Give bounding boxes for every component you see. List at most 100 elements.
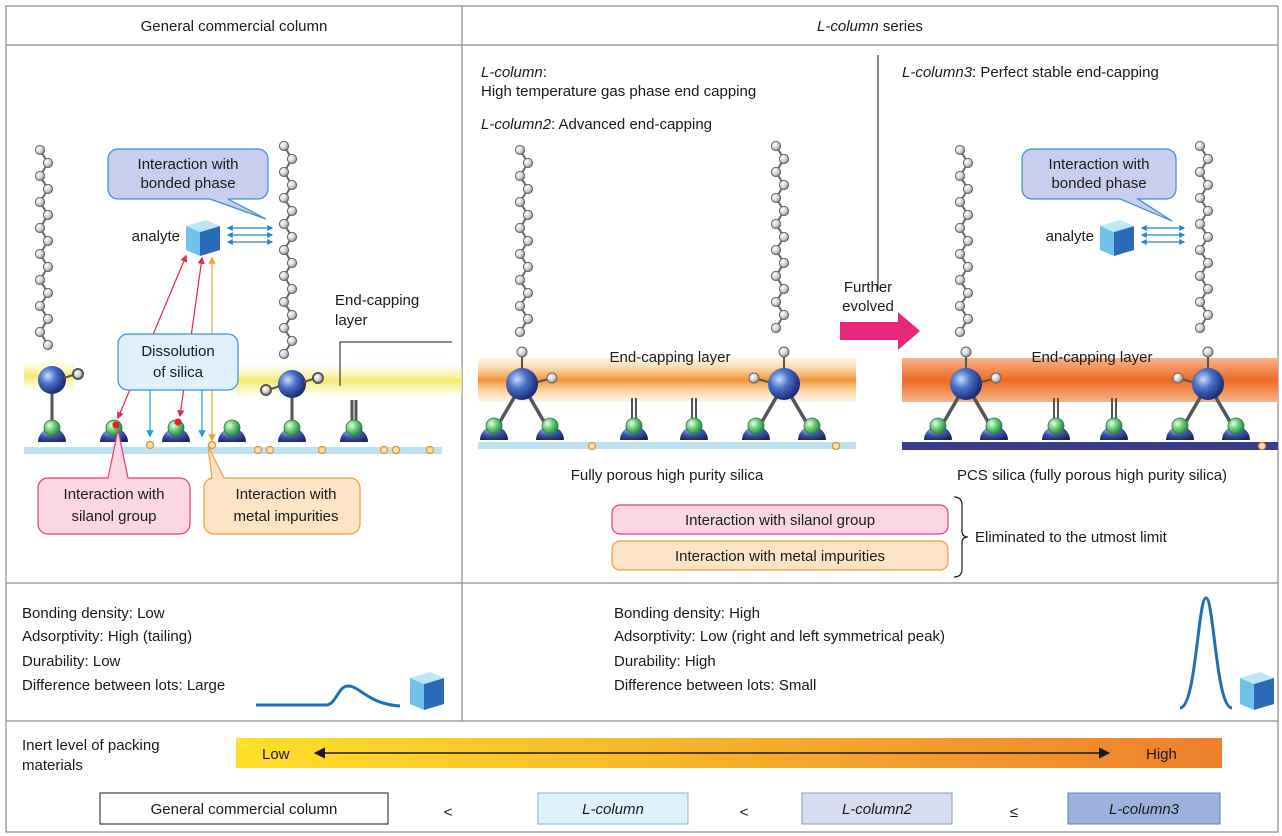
header-left-title: General commercial column [141, 18, 328, 35]
lots-right: Difference between lots: Small [614, 677, 816, 694]
surface-oxygen [798, 417, 826, 440]
eliminated-brace [953, 496, 969, 578]
silanol-dot [112, 421, 120, 429]
surface-oxygen [1222, 417, 1250, 440]
eliminated-silanol-text: Interaction with silanol group [685, 512, 875, 529]
rank-lcolumn2: L-column2 [842, 801, 913, 818]
surface-oxygen [1100, 417, 1128, 440]
end-capping-band-right [236, 366, 462, 396]
eliminated-metal-box [611, 540, 949, 571]
analyte-cube-icon [1100, 220, 1134, 256]
bonding-right: Bonding density: High [614, 605, 760, 622]
end-capping-label-line1: End-capping [335, 292, 419, 309]
evolved-arrow-icon [840, 312, 920, 350]
metal-impurity [1257, 441, 1267, 451]
ranking-row: General commercial column < L-column < L… [99, 792, 1221, 825]
eliminated-silanol-box [611, 504, 949, 535]
rank-lt-1: < [444, 804, 453, 821]
rank-le: ≤ [1010, 804, 1018, 821]
silanol-dot [174, 418, 182, 426]
lcolumn-heading: L-column: [481, 64, 547, 81]
eliminated-metal-text: Interaction with metal impurities [675, 548, 885, 565]
surface-oxygen [620, 417, 648, 440]
adsorptivity-left: Adsorptivity: High (tailing) [22, 628, 192, 645]
metal-line1: Interaction with [236, 486, 337, 503]
right-panel: L-column3: Perfect stable end-capping En… [902, 64, 1278, 484]
adsorptivity-right: Adsorptivity: Low (right and left symmet… [614, 628, 945, 645]
silicon-atom [278, 370, 306, 398]
durability-right: Durability: High [614, 653, 716, 670]
rank-general-box [99, 792, 389, 825]
silica-middle-label: Fully porous high purity silica [571, 467, 764, 484]
surface-oxygen [1042, 417, 1070, 440]
bonded-phase-line1: Interaction with [138, 156, 239, 173]
inert-label-line2: materials [22, 757, 83, 774]
rank-lcolumn-box [537, 792, 689, 825]
silica-surface-left [24, 447, 442, 454]
tailing-peak-icon [256, 684, 401, 708]
analyte-cube-icon [1240, 672, 1274, 710]
rank-lcolumn3-box [1067, 792, 1221, 825]
surface-oxygen [980, 417, 1008, 440]
rank-lcolumn2-box [801, 792, 953, 825]
metal-impurity [831, 441, 841, 451]
metal-callout [203, 445, 361, 535]
analyte-label: analyte [132, 228, 180, 245]
silica-right-label: PCS silica (fully porous high purity sil… [957, 467, 1227, 484]
alkyl-chain [770, 140, 790, 334]
surface-oxygen [340, 419, 368, 442]
bonded-phase-right-line1: Interaction with [1049, 156, 1150, 173]
dissolution-line2: of silica [153, 364, 204, 381]
alkyl-chain [514, 144, 534, 338]
alkyl-chain [1194, 140, 1214, 334]
bonded-phase-line2: bonded phase [140, 175, 235, 192]
alkyl-chain [954, 144, 974, 338]
inert-label-line1: Inert level of packing [22, 737, 160, 754]
end-capping-label-line2: layer [335, 312, 368, 329]
silanol-line1: Interaction with [64, 486, 165, 503]
surface-oxygen [218, 419, 246, 442]
alkyl-chain [34, 144, 54, 351]
silica-surface-middle [478, 442, 856, 449]
rank-lcolumn3: L-column3 [1109, 801, 1180, 818]
left-panel: analyte Interaction with bonded phase Di… [24, 140, 462, 535]
alkyl-chain [278, 140, 298, 360]
surface-oxygen [278, 419, 306, 442]
rank-general: General commercial column [151, 801, 338, 818]
end-capping-leader [339, 341, 452, 386]
rank-lcolumn: L-column [582, 801, 644, 818]
surface-oxygen [38, 419, 66, 442]
bonding-left: Bonding density: Low [22, 605, 165, 622]
eliminated-label: Eliminated to the utmost limit [975, 529, 1168, 546]
inert-high-label: High [1146, 746, 1177, 763]
middle-panel: L-column: High temperature gas phase end… [478, 64, 856, 484]
silicon-atom [38, 366, 66, 394]
surface-oxygen [924, 417, 952, 440]
symmetric-peak-icon [1179, 596, 1233, 710]
header-right-title: L-column series [817, 18, 923, 35]
eliminated-section: Interaction with silanol group Interacti… [611, 496, 1168, 578]
rank-lt-2: < [740, 804, 749, 821]
metal-impurity [587, 441, 597, 451]
analyte-cube-icon [186, 220, 220, 256]
surface-oxygen [1166, 417, 1194, 440]
table-grid [5, 5, 1279, 833]
properties-right: Bonding density: High Adsorptivity: Low … [614, 596, 1274, 710]
inert-level-section: Inert level of packing materials Low Hig… [22, 737, 1222, 774]
inert-low-label: Low [262, 746, 290, 763]
svg-text:Further: Further [844, 279, 892, 296]
durability-left: Durability: Low [22, 653, 121, 670]
end-capping-middle-label: End-capping layer [610, 349, 731, 366]
bonded-phase-callout-right [1021, 148, 1177, 222]
bonded-phase-right-line2: bonded phase [1051, 175, 1146, 192]
dissolution-line1: Dissolution [141, 343, 214, 360]
surface-oxygen [680, 417, 708, 440]
metal-line2: metal impurities [233, 508, 338, 525]
silanol-line2: silanol group [71, 508, 156, 525]
further-evolved-arrow: Further evolved [840, 279, 920, 350]
lcolumn2-heading: L-column2: Advanced end-capping [481, 116, 712, 133]
analyte-right-label: analyte [1046, 228, 1094, 245]
end-capping-right-label: End-capping layer [1032, 349, 1153, 366]
properties-left: Bonding density: Low Adsorptivity: High … [22, 605, 444, 710]
svg-text:evolved: evolved [842, 298, 894, 315]
